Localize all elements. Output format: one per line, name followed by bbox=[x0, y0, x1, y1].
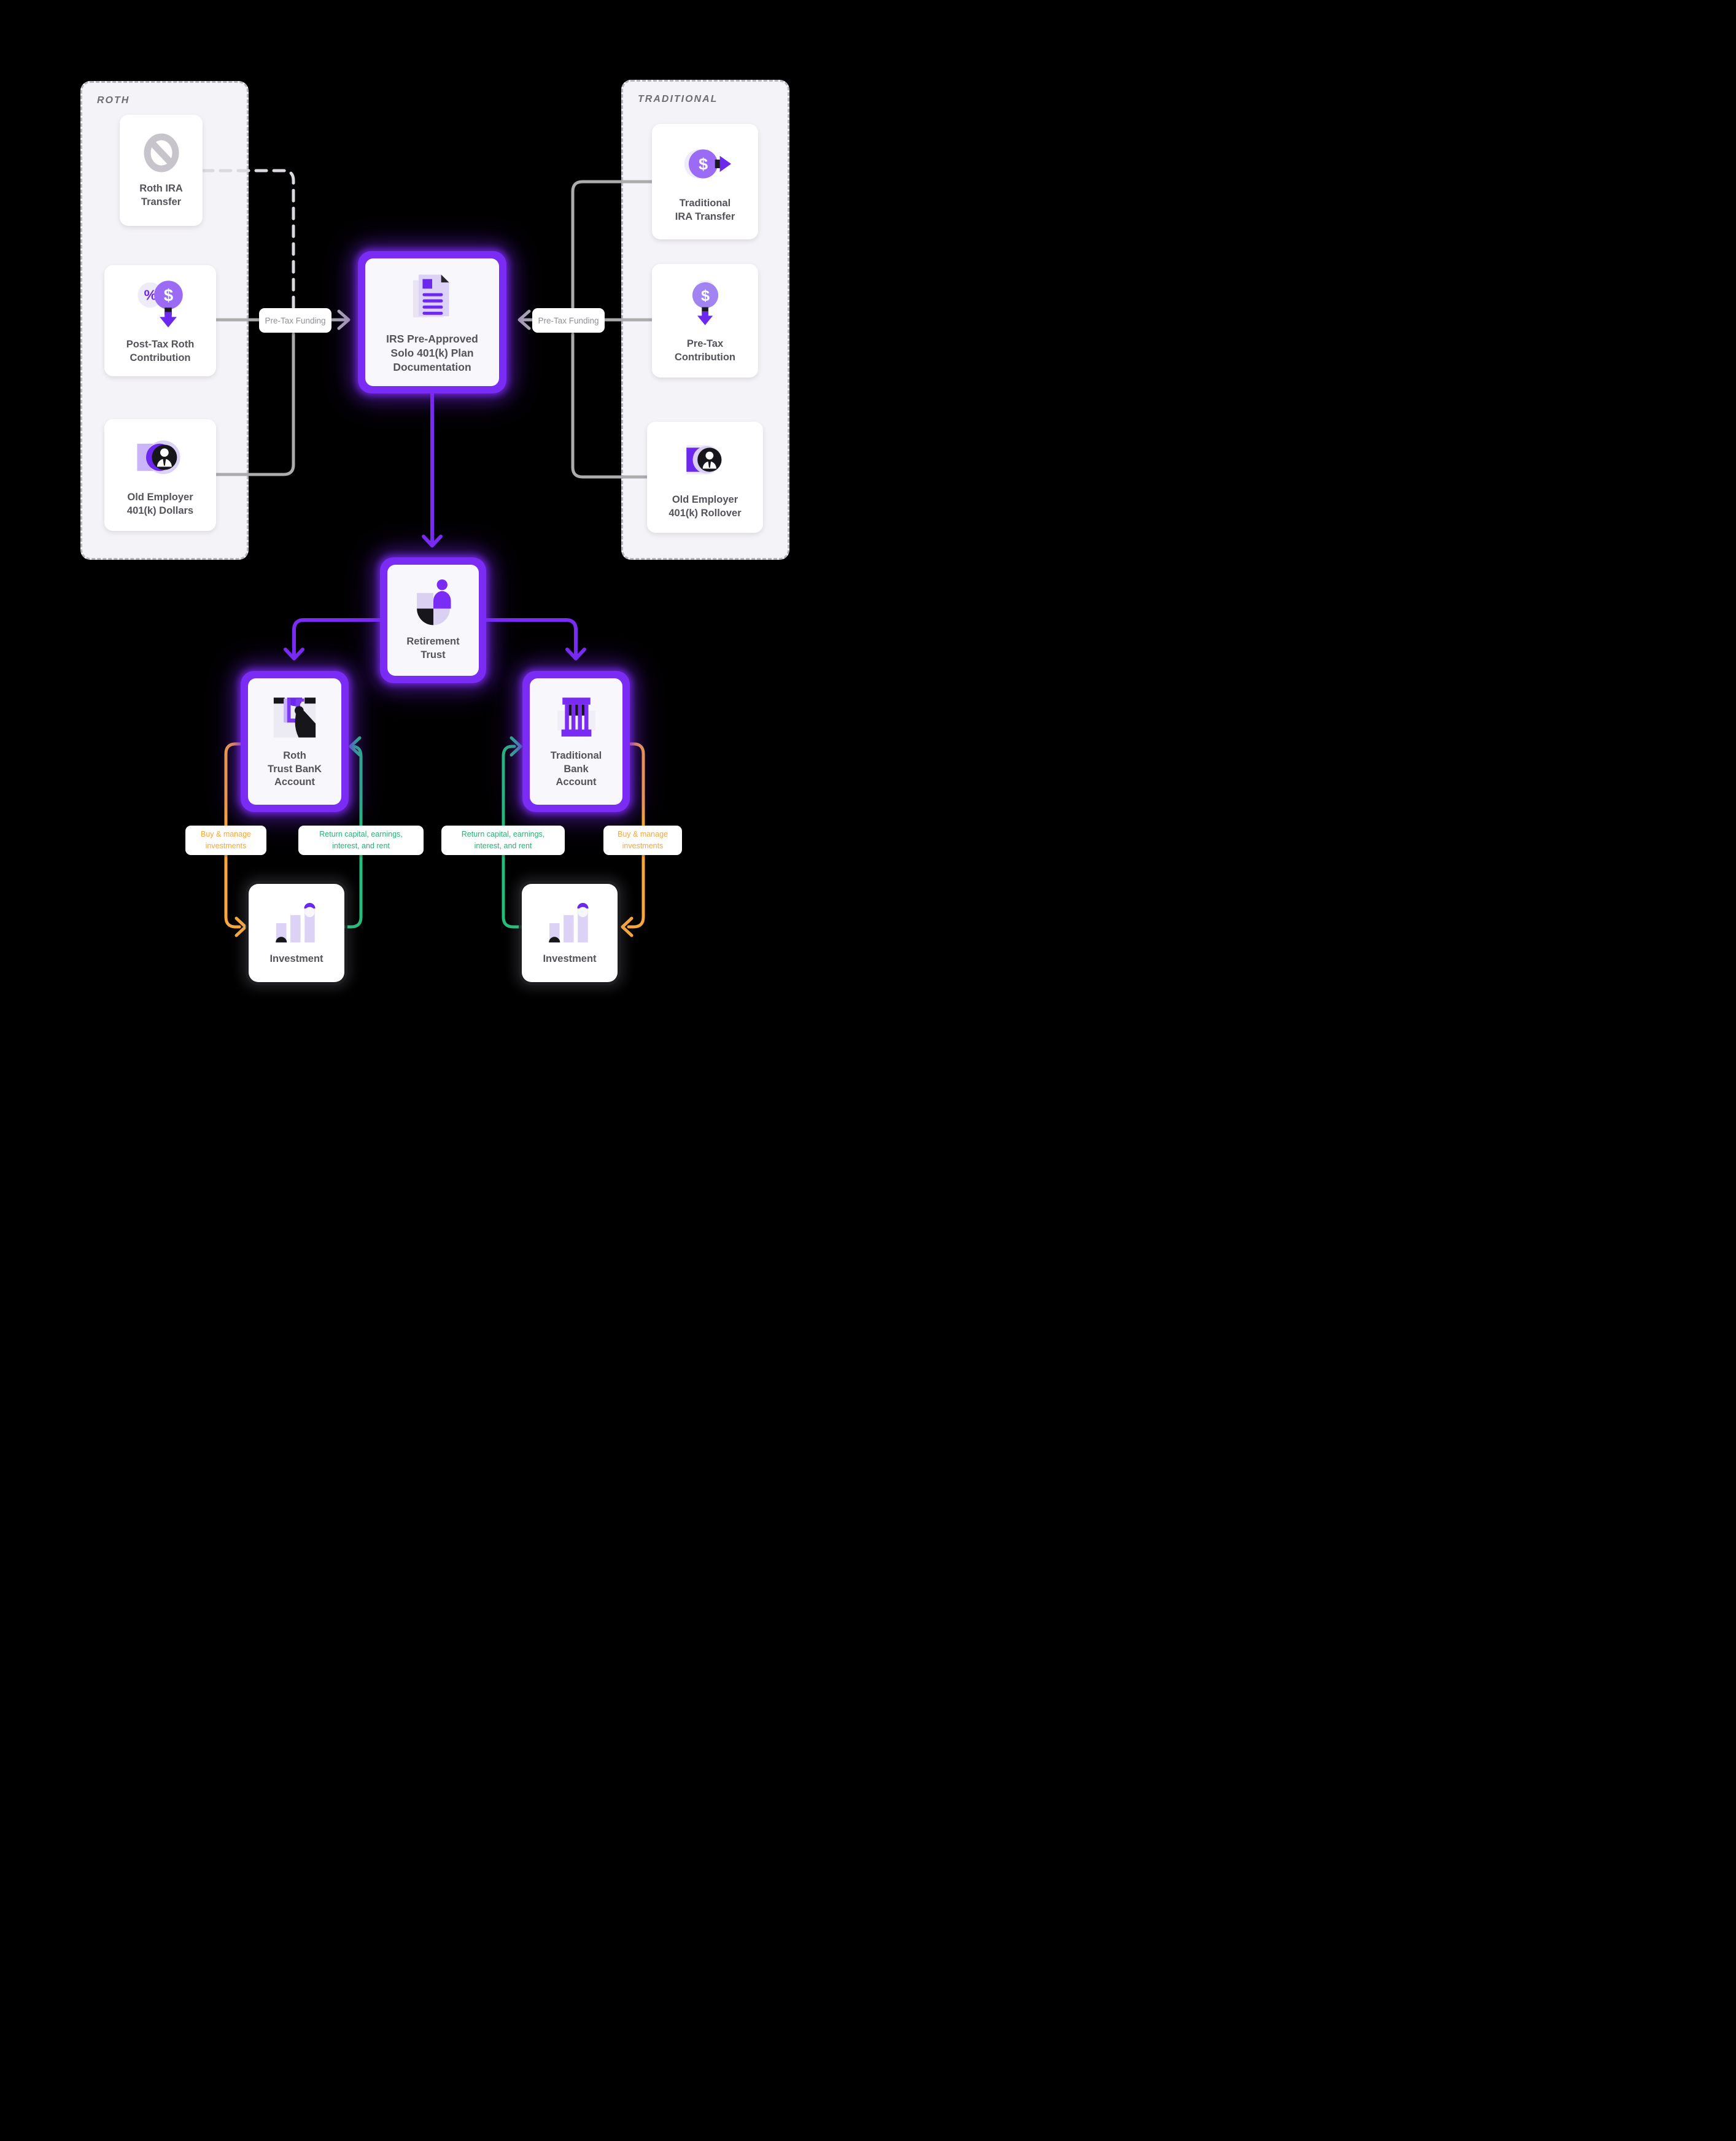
irs-plan-doc-card: IRS Pre-Approved Solo 401(k) Plan Docume… bbox=[358, 251, 506, 393]
prohibited-icon bbox=[144, 133, 179, 172]
solo-401k-funding-diagram: ROTH TRADITIONAL bbox=[0, 0, 868, 1070]
roth-section-title: ROTH bbox=[97, 95, 130, 106]
post-tax-roth-label: Post-Tax Roth Contribution bbox=[126, 338, 195, 363]
pre-tax-contribution-label: Pre-Tax Contribution bbox=[675, 338, 735, 363]
old-employer-dollars-label: Old Employer 401(k) Dollars bbox=[126, 492, 194, 516]
traditional-ira-transfer-card: $ Traditional IRA Transfer bbox=[652, 124, 758, 239]
employee-rollover-icon bbox=[686, 444, 721, 474]
employee-dollars-icon bbox=[137, 440, 180, 474]
roth-trust-bank-card: Roth Trust BanK Account bbox=[241, 671, 349, 812]
svg-text:$: $ bbox=[698, 155, 707, 174]
svg-text:$: $ bbox=[701, 287, 710, 304]
svg-text:%: % bbox=[144, 287, 157, 303]
investment-card-right: Investment bbox=[522, 884, 618, 982]
traditional-bank-card: Traditional Bank Account bbox=[522, 671, 630, 812]
retirement-trust-label: Retirement Trust bbox=[406, 636, 460, 660]
old-employer-rollover-label: Old Employer 401(k) Rollover bbox=[668, 494, 742, 519]
document-icon bbox=[413, 274, 449, 317]
dollar-transfer-right-icon: $ bbox=[684, 149, 731, 179]
buy-manage-label-left: Buy & manage investments bbox=[185, 826, 266, 855]
investment-right-label: Investment bbox=[543, 953, 597, 965]
traditional-ira-transfer-label: Traditional IRA Transfer bbox=[675, 198, 735, 222]
bar-chart-icon bbox=[276, 903, 316, 943]
arrow-right-icon bbox=[337, 309, 351, 330]
purple-wires bbox=[284, 392, 586, 660]
old-employer-rollover-card: Old Employer 401(k) Rollover bbox=[647, 422, 763, 533]
traditional-section-title: TRADITIONAL bbox=[638, 94, 718, 104]
arrow-down-icon bbox=[565, 648, 586, 660]
arrow-left-icon bbox=[517, 309, 531, 330]
investment-card-left: Investment bbox=[249, 884, 344, 982]
arrow-left-icon bbox=[621, 916, 634, 937]
svg-text:$: $ bbox=[164, 285, 174, 304]
return-capital-label-left: Return capital, earnings, interest, and … bbox=[298, 826, 424, 855]
arrow-down-icon bbox=[284, 648, 304, 660]
buy-manage-label-right: Buy & manage investments bbox=[603, 826, 682, 855]
investment-left-label: Investment bbox=[269, 953, 324, 965]
atm-hand-icon bbox=[273, 697, 316, 738]
arrow-right-icon bbox=[510, 736, 522, 757]
traditional-bank-label: Traditional Bank Account bbox=[550, 749, 602, 788]
arrow-left-icon bbox=[349, 736, 362, 757]
roth-ira-transfer-card: Roth IRA Transfer bbox=[120, 115, 203, 226]
pre-tax-contribution-card: $ Pre-Tax Contribution bbox=[652, 264, 758, 377]
roth-trust-bank-label: Roth Trust BanK Account bbox=[267, 749, 322, 788]
arrow-down-icon bbox=[422, 535, 443, 548]
bar-chart-icon bbox=[549, 903, 589, 943]
pre-tax-funding-label-left: Pre-Tax Funding bbox=[259, 308, 331, 333]
percent-dollar-contribution-icon: % $ bbox=[138, 281, 183, 328]
arrow-right-icon bbox=[234, 916, 247, 937]
irs-plan-doc-label: IRS Pre-Approved Solo 401(k) Plan Docume… bbox=[386, 332, 478, 374]
dollar-down-icon: $ bbox=[692, 280, 718, 325]
trust-shield-person-icon bbox=[416, 579, 451, 625]
return-capital-label-right: Return capital, earnings, interest, and … bbox=[441, 826, 565, 855]
bank-pillar-icon bbox=[557, 697, 595, 737]
old-employer-dollars-card: Old Employer 401(k) Dollars bbox=[104, 419, 216, 531]
blocked-dashed-wire bbox=[201, 169, 295, 310]
post-tax-roth-card: % $ Post-Tax Roth Contribution bbox=[104, 265, 216, 376]
roth-ira-transfer-label: Roth IRA Transfer bbox=[139, 182, 183, 207]
retirement-trust-card: Retirement Trust bbox=[380, 557, 486, 683]
pre-tax-funding-label-right: Pre-Tax Funding bbox=[532, 308, 605, 333]
